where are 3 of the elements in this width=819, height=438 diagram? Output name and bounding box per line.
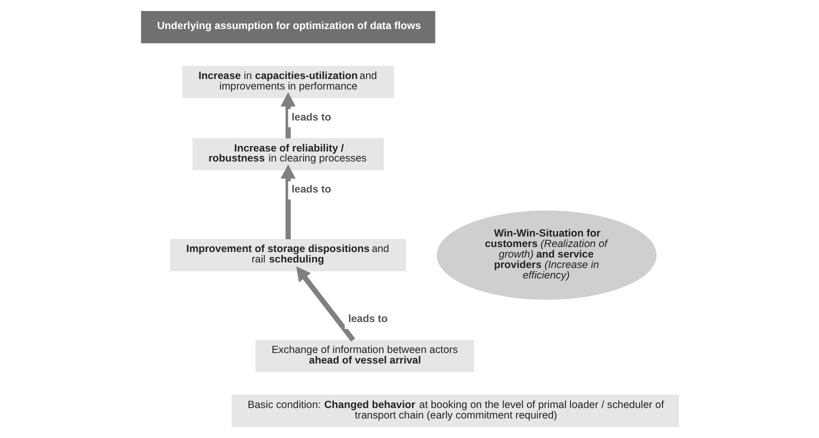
- edge-label: leads to: [291, 112, 331, 124]
- edge-label: leads to: [291, 184, 331, 196]
- edge-label: leads to: [348, 314, 388, 326]
